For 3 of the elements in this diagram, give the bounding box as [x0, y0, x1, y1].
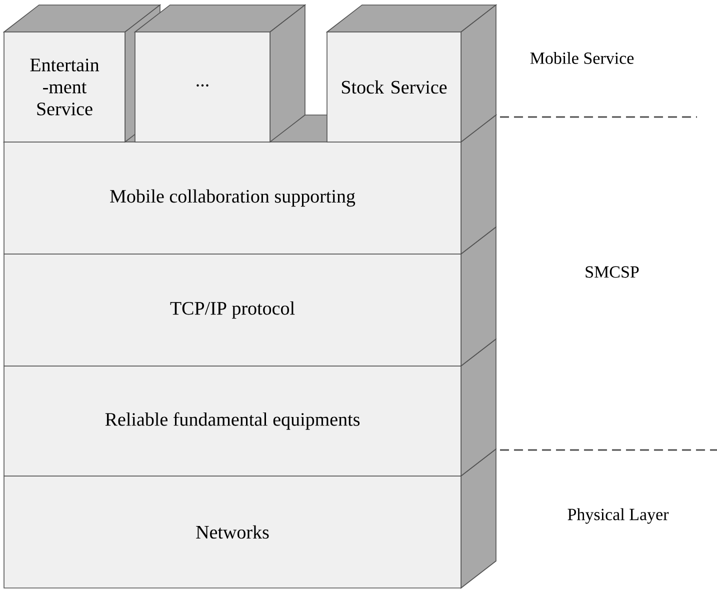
layer-label: Mobile Service — [530, 52, 634, 64]
layer-label: SMCSP — [586, 266, 639, 278]
layer-label: Physical Layer — [568, 508, 669, 524]
